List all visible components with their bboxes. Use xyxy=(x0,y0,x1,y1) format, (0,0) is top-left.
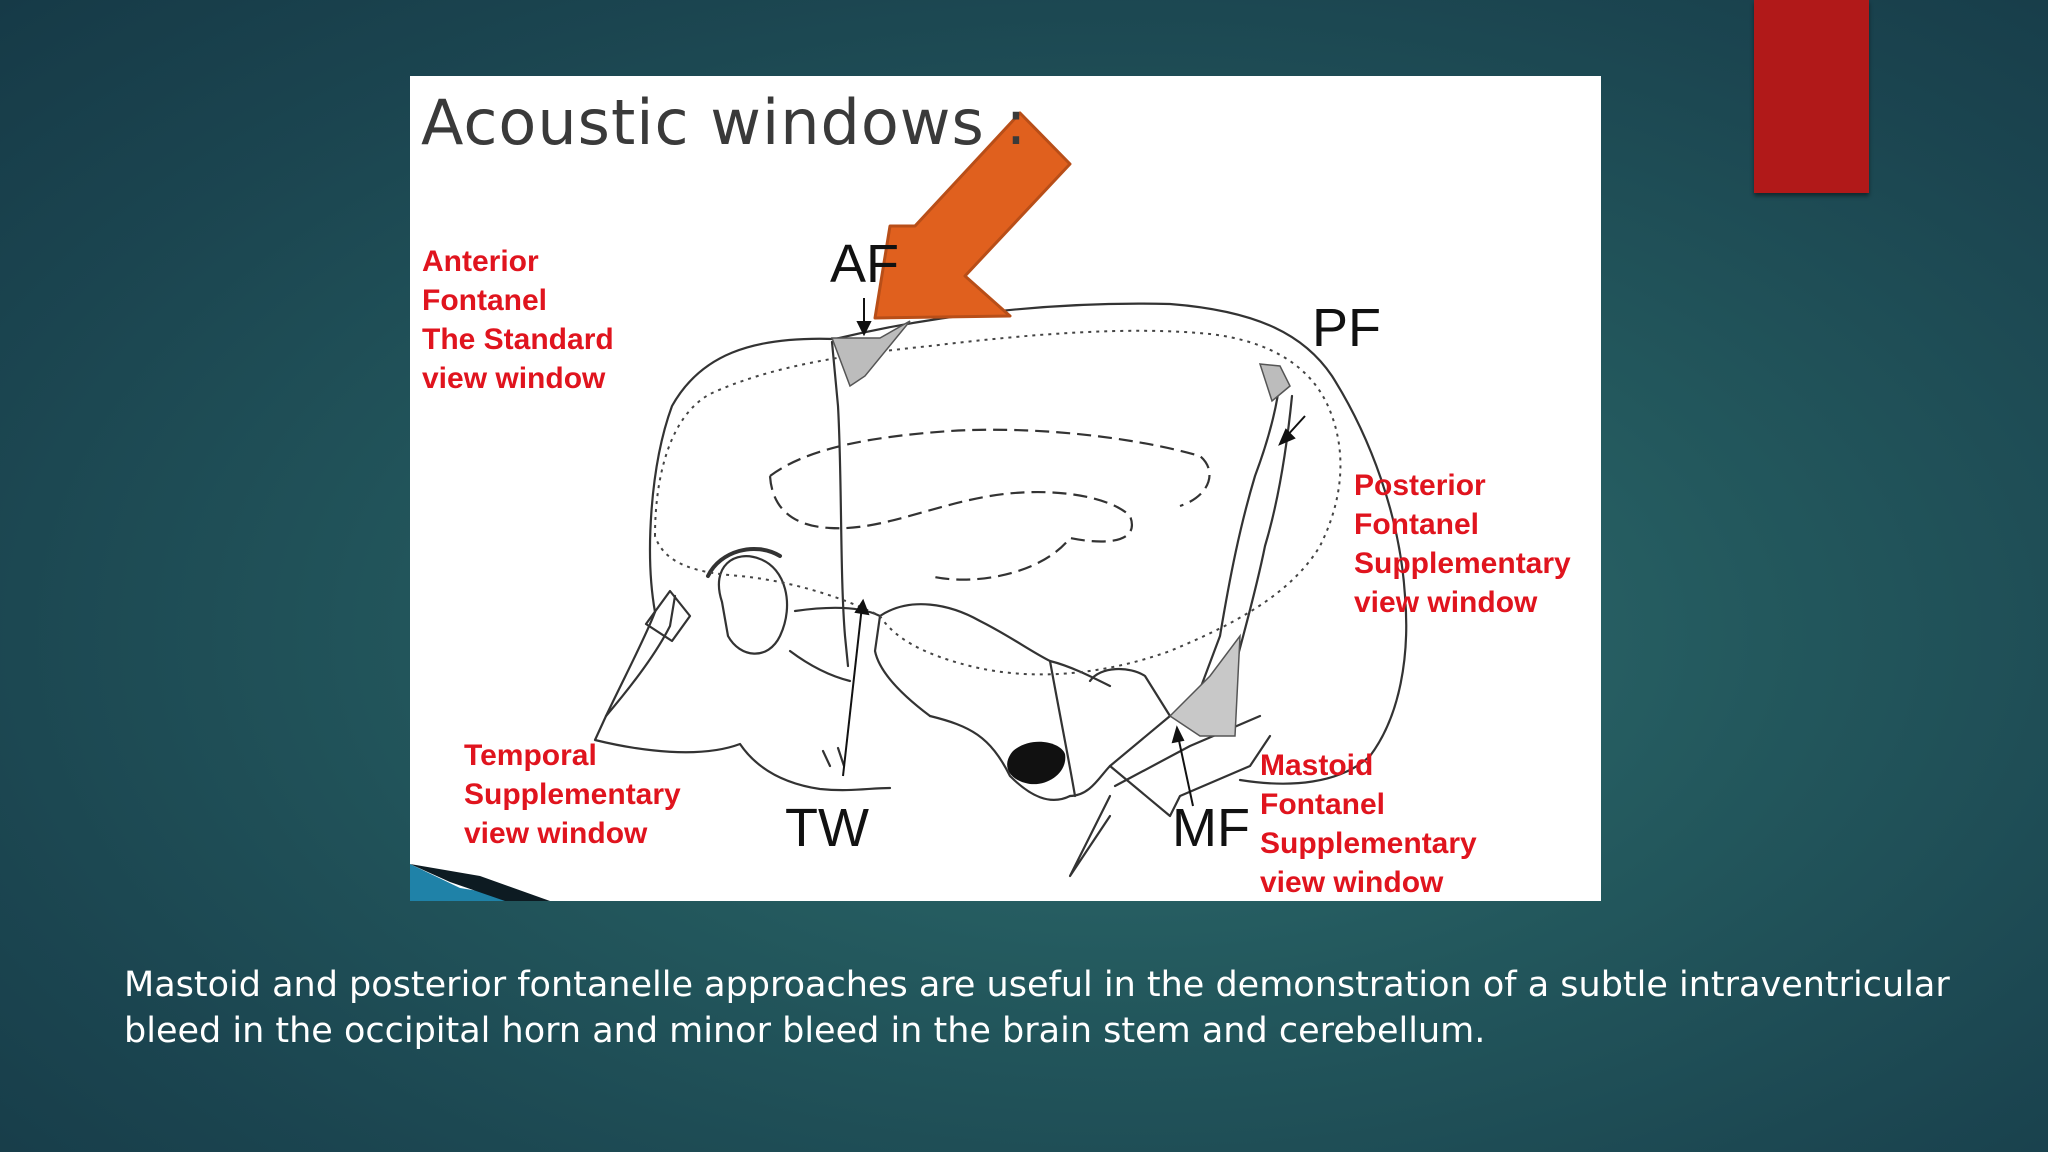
pf-label: PF xyxy=(1312,298,1382,358)
caption-line-2: bleed in the occipital horn and minor bl… xyxy=(124,1011,1486,1051)
temporal-window-label: Temporal Supplementary view window xyxy=(464,736,681,853)
label-line: view window xyxy=(1354,586,1538,619)
corner-accent-tab xyxy=(1754,0,1869,193)
skull-diagram xyxy=(410,111,1408,901)
label-line: Posterior xyxy=(1354,469,1486,502)
caption-line-1: Mastoid and posterior fontanelle approac… xyxy=(124,965,1950,1005)
corner-swoosh-shadow xyxy=(410,864,550,901)
posterior-fontanel-label: Posterior Fontanel Supplementary view wi… xyxy=(1354,466,1571,622)
figure-title: Acoustic windows : xyxy=(421,86,1028,159)
label-line: Fontanel xyxy=(422,284,547,317)
tw-label: TW xyxy=(785,798,869,858)
posterior-fontanel-area xyxy=(1258,363,1291,403)
label-line: Temporal xyxy=(464,739,597,772)
ventricle-outline xyxy=(768,428,1211,581)
slide-caption: Mastoid and posterior fontanelle approac… xyxy=(124,962,1950,1054)
anterior-fontanel-area xyxy=(830,320,911,388)
label-line: The Standard xyxy=(422,323,614,356)
label-line: Fontanel xyxy=(1260,788,1385,821)
mastoid-fontanel-area xyxy=(1168,633,1241,737)
label-line: view window xyxy=(422,362,606,395)
label-line: view window xyxy=(464,817,648,850)
mf-label: MF xyxy=(1172,798,1250,858)
label-line: Supplementary xyxy=(464,778,681,811)
anterior-fontanel-label: Anterior Fontanel The Standard view wind… xyxy=(422,242,614,398)
brain-outline xyxy=(653,329,1342,676)
brainstem-blob xyxy=(1007,741,1066,785)
label-line: view window xyxy=(1260,866,1444,899)
label-line: Supplementary xyxy=(1354,547,1571,580)
corner-swoosh xyxy=(410,864,540,901)
orange-arrow xyxy=(873,111,1072,320)
pointer-arrows xyxy=(842,298,1306,807)
acoustic-windows-figure: Acoustic windows : Anterior Fontanel The… xyxy=(410,76,1601,901)
skull-outline xyxy=(593,302,1408,878)
label-line: Supplementary xyxy=(1260,827,1477,860)
label-line: Anterior xyxy=(422,245,539,278)
mastoid-fontanel-label: Mastoid Fontanel Supplementary view wind… xyxy=(1260,746,1477,901)
label-line: Mastoid xyxy=(1260,749,1374,782)
af-label: AF xyxy=(830,234,900,294)
label-line: Fontanel xyxy=(1354,508,1479,541)
